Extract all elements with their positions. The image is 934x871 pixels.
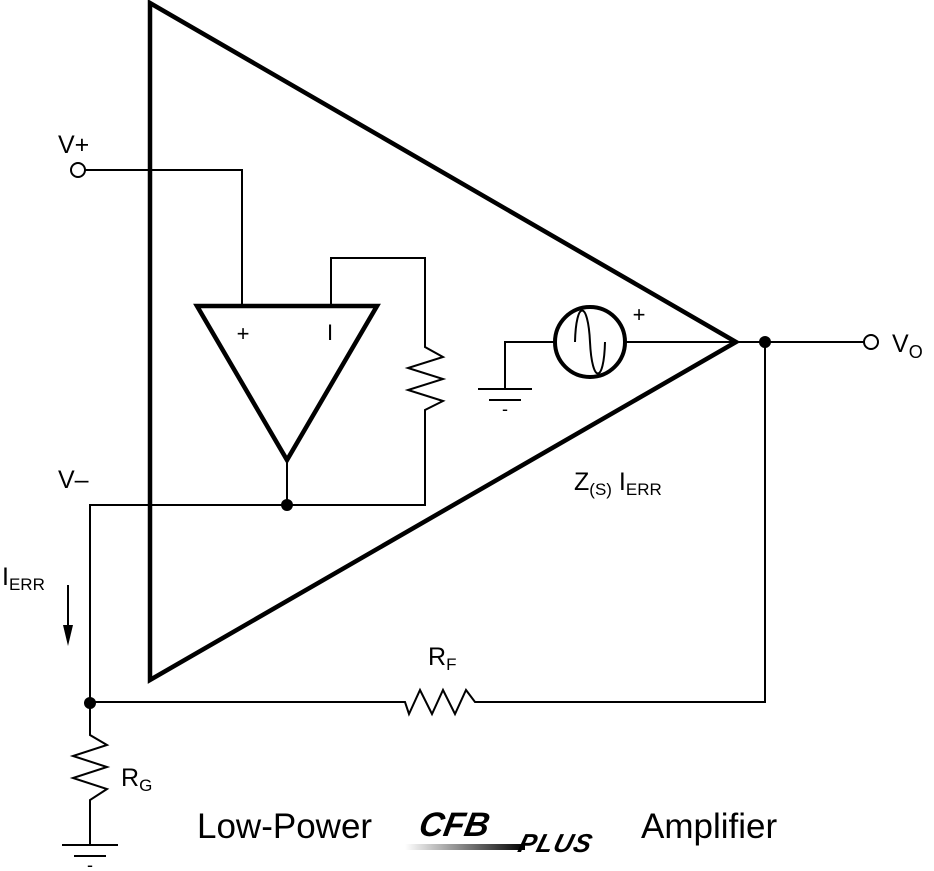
rg-label: RG <box>121 764 152 795</box>
source-plus-label: + <box>633 302 646 327</box>
rg-resistor-wire <box>69 703 111 845</box>
inner-plus-label: + <box>237 321 250 346</box>
v-out-label: VO <box>892 330 923 362</box>
title-right: Amplifier <box>641 807 777 846</box>
ground-icon <box>478 388 532 401</box>
input-buffer-triangle <box>193 303 381 465</box>
rf-label: RF <box>428 643 456 674</box>
v-minus-label: V– <box>58 466 89 494</box>
inner-minus-label: I <box>327 320 333 345</box>
main-amplifier-triangle <box>147 0 741 684</box>
logo-main: CFB <box>416 806 492 844</box>
title-left: Low-Power <box>197 807 372 846</box>
logo-sub: PLUS <box>515 828 596 857</box>
ground-minus-label: - <box>87 855 93 871</box>
rf-resistor-wire <box>90 342 766 717</box>
ground-minus-label: - <box>502 399 508 419</box>
v-plus-label: V+ <box>58 131 89 159</box>
v-plus-terminal <box>70 162 86 178</box>
zs-ierr-label: Z(S) IERR <box>574 468 662 499</box>
ground-icon <box>62 844 118 857</box>
sine-icon <box>574 309 606 375</box>
ierr-label: IERR <box>2 563 45 594</box>
v-out-terminal <box>863 334 879 350</box>
v-plus-wire <box>85 169 243 306</box>
cfb-plus-logo: CFB PLUS <box>405 806 596 858</box>
arrow-down-icon <box>63 625 73 646</box>
feedback-wire <box>89 257 447 702</box>
source-ground-wire <box>504 341 555 389</box>
